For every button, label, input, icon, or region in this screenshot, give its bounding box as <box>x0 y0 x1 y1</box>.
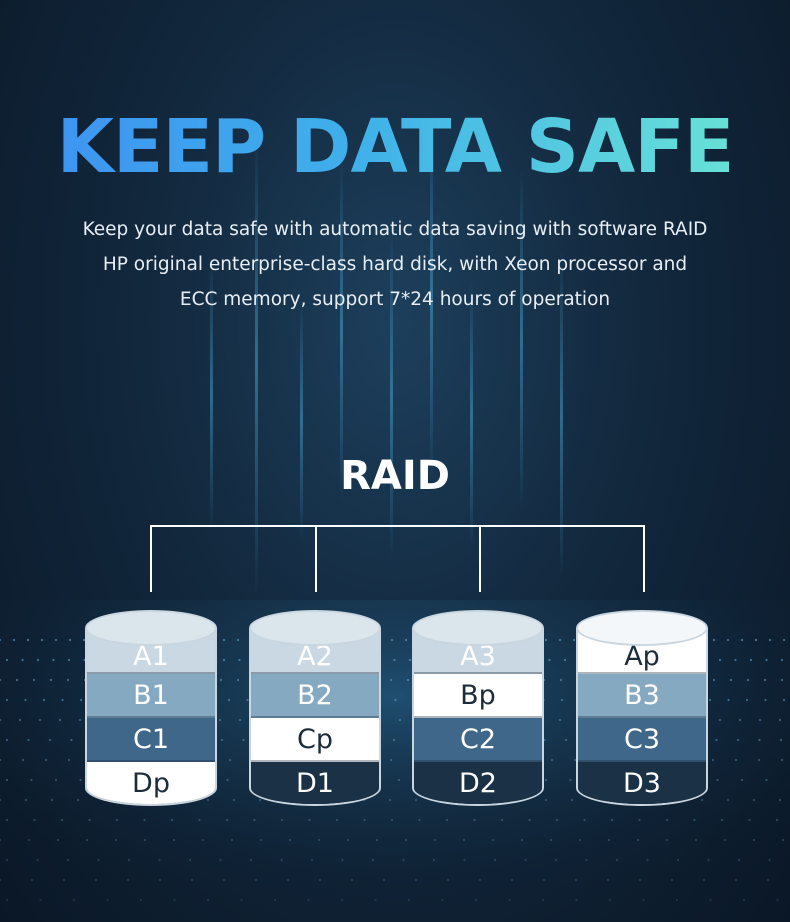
disk-segment: B3 <box>578 674 706 718</box>
disk-segment: Bp <box>414 674 542 718</box>
disk-segment: Dp <box>87 762 215 804</box>
disk-segment: B2 <box>251 674 379 718</box>
description-line-2: HP original enterprise-class hard disk, … <box>102 254 688 275</box>
description-line-3: ECC memory, support 7*24 hours of operat… <box>179 289 611 310</box>
disk-segment: Cp <box>251 718 379 762</box>
disk-top <box>412 610 544 646</box>
disk-top <box>249 610 381 646</box>
description: Keep your data safe with automatic data … <box>60 212 730 317</box>
description-line-1: Keep your data safe with automatic data … <box>82 219 708 240</box>
disk-segment: D2 <box>414 762 542 804</box>
disk-segment: C2 <box>414 718 542 762</box>
disk-top <box>576 610 708 646</box>
disk-segment: D3 <box>578 762 706 804</box>
disk-segment: C3 <box>578 718 706 762</box>
disk-segment: B1 <box>87 674 215 718</box>
disk-top <box>85 610 217 646</box>
disk-segment: C1 <box>87 718 215 762</box>
headline: KEEP DATA SAFE <box>0 102 790 192</box>
raid-title: RAID <box>340 453 450 499</box>
disk-segment: D1 <box>251 762 379 804</box>
